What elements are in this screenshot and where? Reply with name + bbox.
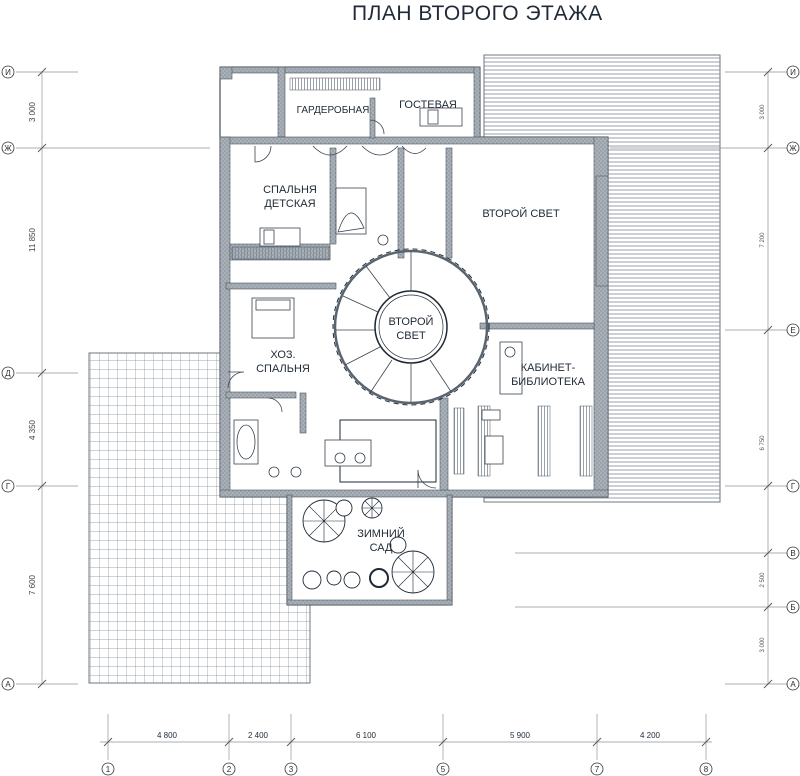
axis-row-right: Г	[791, 482, 796, 491]
axis-row-left: Г	[6, 482, 11, 491]
axis-col: 3	[289, 765, 294, 774]
room-label-garden: САД	[370, 542, 393, 554]
axis-row-left: А	[5, 680, 11, 689]
dim-bottom: 5 900	[510, 731, 531, 740]
plants	[302, 497, 435, 594]
dim-right: 7 200	[760, 232, 766, 248]
dim-left: 7 600	[28, 574, 37, 595]
dim-left: 4 350	[28, 419, 37, 440]
room-label-study: КАБИНЕТ-	[521, 362, 576, 374]
spiral-stair	[336, 252, 453, 402]
room-label-kids: ДЕТСКАЯ	[264, 198, 315, 210]
dim-right: 3 000	[760, 637, 766, 653]
axis-row-right: В	[790, 549, 795, 558]
plan-title: ПЛАН ВТОРОГО ЭТАЖА	[0, 0, 800, 28]
room-label-kids: СПАЛЬНЯ	[263, 184, 317, 196]
axis-col: 7	[595, 765, 600, 774]
axis-bubbles	[1, 65, 800, 776]
room-label-rotunda: ВТОРОЙ	[389, 315, 434, 328]
axis-row-right: А	[790, 680, 796, 689]
room-label-wardrobe: ГАРДЕРОБНАЯ	[297, 105, 370, 116]
dim-bottom: 4 800	[157, 731, 178, 740]
doors	[227, 119, 437, 489]
room-label-master: СПАЛЬНЯ	[256, 363, 310, 375]
dim-left: 3 000	[28, 101, 37, 122]
axis-row-left: И	[5, 68, 11, 77]
room-label-master: ХОЗ.	[270, 349, 295, 361]
axis-col: 1	[106, 765, 111, 774]
axis-row-right: Ж	[789, 144, 797, 153]
axis-row-right: Е	[790, 326, 795, 335]
dim-right: 2 500	[760, 572, 766, 588]
dim-bottom: 6 100	[356, 731, 377, 740]
furniture	[233, 107, 523, 478]
rotunda	[332, 248, 490, 406]
dimension-ticks	[37, 67, 773, 747]
dim-bottom: 2 400	[248, 731, 269, 740]
room-label-second-light: ВТОРОЙ СВЕТ	[482, 207, 560, 220]
dim-left: 11 850	[28, 228, 37, 252]
dim-right: 6 750	[760, 435, 766, 451]
axis-row-right: Б	[790, 603, 795, 612]
axis-grid	[16, 71, 788, 760]
room-label-rotunda: СВЕТ	[396, 330, 426, 342]
axis-col: 8	[704, 765, 709, 774]
room-label-garden: ЗИМНИЙ	[357, 527, 404, 540]
axis-row-left: Ж	[4, 144, 12, 153]
axis-row-left: Д	[5, 369, 11, 378]
room-label-guest: ГОСТЕВАЯ	[399, 99, 457, 111]
dim-bottom: 4 200	[640, 731, 661, 740]
axis-col: 5	[441, 765, 446, 774]
axis-row-right: И	[790, 68, 796, 77]
axis-col: 2	[227, 765, 232, 774]
dim-right: 3 000	[760, 104, 766, 120]
room-label-study: БИБЛИОТЕКА	[511, 376, 585, 388]
plan-title-text: ПЛАН ВТОРОГО ЭТАЖА	[352, 2, 603, 25]
